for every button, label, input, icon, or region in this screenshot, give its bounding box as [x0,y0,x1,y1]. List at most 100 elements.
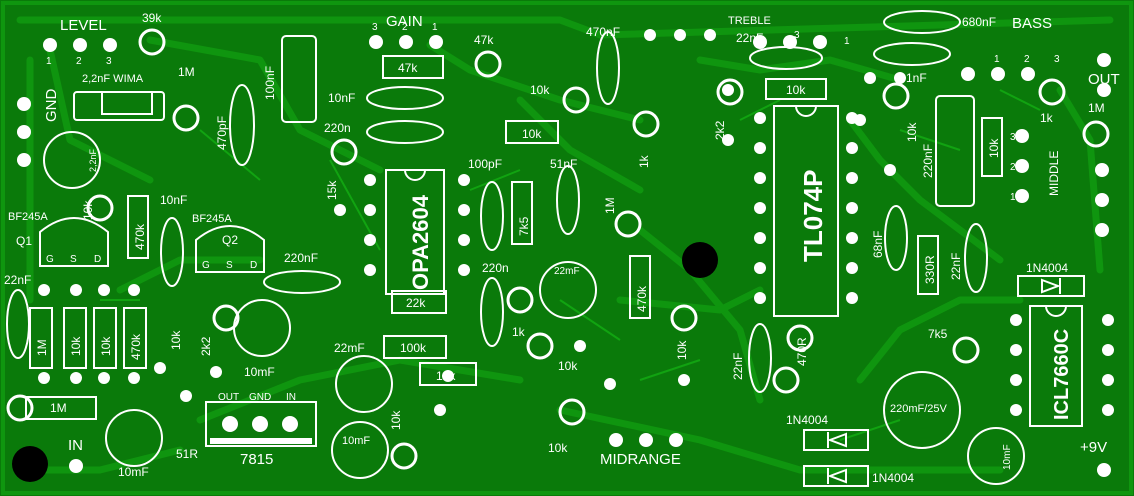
bass-pin-1: 1 [994,54,1000,65]
silk-labels: LEVEL GND IN GAIN TREBLE BASS OUT MIDDLE… [4,11,1120,485]
mounting-hole-center [682,242,718,278]
value-10k-mid2: 10k [987,138,1001,158]
value-22nf-mid: 22mF [554,266,580,277]
value-10k-vert: 10k [169,330,183,350]
middle-pin-1: 1 [1010,192,1016,203]
value-22nf-left: 22nF [4,273,31,287]
thin-traces [100,89,1041,441]
q1-pin-g: G [46,254,54,265]
value-1nf: 1nF [906,71,927,85]
q2-pin-s: S [226,260,233,271]
label-q2: Q2 [222,233,238,247]
value-39k: 39k [142,11,162,25]
gain-pin-1: 1 [432,22,438,33]
gain-pin-3: 3 [372,22,378,33]
treble-pin-1: 1 [844,36,850,47]
middle-pin-3: 3 [1010,132,1016,143]
label-q1: Q1 [16,234,32,248]
value-1n4004-c: 1N4004 [872,471,914,485]
value-10nf-gain: 10nF [328,91,355,105]
label-middle: MIDDLE [1047,151,1061,196]
value-470k-q2: 470k [129,333,143,360]
value-22nf-right: 22nF [949,253,963,280]
value-1k-mid: 1k [637,154,651,168]
value-1n4004-b: 1N4004 [786,413,828,427]
value-330r: 330R [923,255,937,284]
value-2k2-low: 2k2 [199,336,213,356]
value-10k-b: 10k [522,127,542,141]
value-22k: 22k [406,296,426,310]
middle-pin-2: 2 [1010,162,1016,173]
label-level: LEVEL [60,17,107,34]
label-midrange: MIDRANGE [600,451,681,468]
value-10k-mid: 10k [675,340,689,360]
ic-tl074p: TL074P [773,105,839,317]
value-220n-top: 220n [324,121,351,135]
value-10k-a: 10k [530,83,550,97]
value-22nf-treble: 22nF [736,31,763,45]
midrange-pin-3: 3 [612,436,618,447]
value-22nf-low: 22nF [731,353,745,380]
regulator-7815 [205,401,317,447]
value-10k-reg: 10k [389,410,403,430]
value-220nf-q2: 220nF [284,251,318,265]
value-10k-q1: 10k [81,200,95,220]
value-1k-out: 1k [1040,111,1054,125]
value-220nf-bass: 220nF [921,144,935,178]
value-7k5-b: 7k5 [928,327,948,341]
label-plus9v: +9V [1080,439,1107,456]
value-10nf-q: 10nF [160,193,187,207]
value-680nf: 680nF [962,15,996,29]
value-470k-q1: 470k [133,223,147,250]
midrange-pin-1: 1 [672,436,678,447]
value-7k5: 7k5 [517,216,531,236]
ic-icl7660c: ICL7660C [1029,305,1083,427]
ic-pins [364,112,1114,416]
value-470k-mid: 470k [635,285,649,312]
label-reg-out: OUT [218,392,239,403]
value-10k-c: 10k [436,369,456,383]
bass-pin-3: 3 [1054,54,1060,65]
pads [17,29,1111,477]
midrange-pin-2: 2 [642,436,648,447]
treble-pin-2: 2 [816,36,822,47]
label-bass: BASS [1012,15,1052,32]
value-15k: 15k [325,180,339,200]
label-bf245a-1: BF245A [8,211,48,223]
q1-pin-d: D [94,254,101,265]
value-10k-midr: 10k [548,441,568,455]
bass-pin-2: 2 [1024,54,1030,65]
value-10mf-reg: 10mF [342,435,370,447]
value-1m-mid: 1M [603,197,617,214]
value-1m-out: 1M [1088,101,1105,115]
resistors [25,55,1003,420]
value-2n2-wima: 2,2nF WIMA [82,73,144,85]
value-220mf: 220mF/25V [890,403,948,415]
label-gnd: GND [43,89,60,123]
value-10k-q: 10k [69,336,83,356]
value-470r: 470R [795,337,809,366]
q2-pin-d: D [250,260,257,271]
label-out: OUT [1088,71,1120,88]
label-7815: 7815 [240,451,273,468]
value-10mf-in: 10mF [118,465,149,479]
level-pin-2: 2 [76,56,82,67]
label-bf245a-2: BF245A [192,213,232,225]
value-100nf: 100nF [263,66,277,100]
value-1m-top: 1M [178,65,195,79]
ic-tl074p-label: TL074P [798,170,828,263]
electrolytic-capacitors [43,131,1025,485]
value-10k-d: 10k [558,359,578,373]
transistors [39,217,265,273]
capacitors [6,10,988,393]
label-reg-gnd: GND [249,392,271,403]
value-100pf: 100pF [468,157,502,171]
value-470pf: 470pF [215,116,229,150]
value-1m-q: 1M [35,339,49,356]
value-1m-in: 1M [50,401,67,415]
value-2n2: 2,2nF [88,148,98,172]
value-470nf: 470nF [586,25,620,39]
ring-pads [6,28,1110,470]
